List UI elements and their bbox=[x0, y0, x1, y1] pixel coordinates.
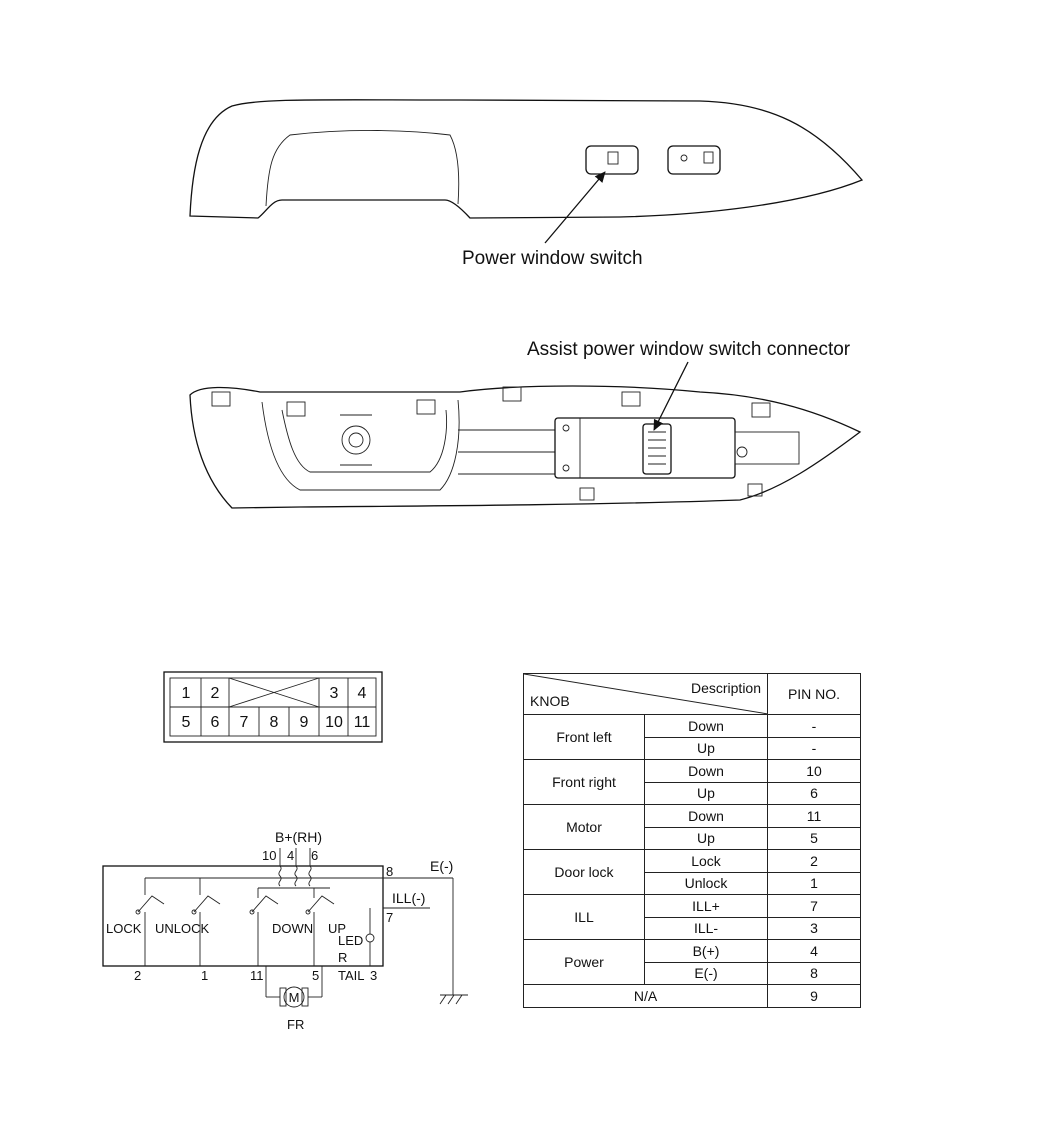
pin-number-cell: 9 bbox=[767, 984, 861, 1008]
circuit-schematic: B+(RH) 10 4 6 8 E(-) ILL(-) 7 LOC bbox=[102, 829, 468, 1032]
r-label: R bbox=[338, 950, 347, 965]
description-cell: Unlock bbox=[644, 871, 768, 895]
bottom-pin-label: 3 bbox=[370, 968, 377, 983]
bottom-pin-label: 1 bbox=[201, 968, 208, 983]
na-label-cell: N/A bbox=[523, 984, 768, 1008]
unlock-label: UNLOCK bbox=[155, 921, 210, 936]
knob-name-cell: ILL bbox=[523, 894, 645, 940]
bottom-pin-label: 11 bbox=[250, 968, 264, 983]
knob-name-cell: Motor bbox=[523, 804, 645, 850]
header-description: Description bbox=[690, 680, 761, 696]
power-window-switch-arrow bbox=[544, 171, 606, 244]
description-cell: Down bbox=[644, 759, 768, 783]
knob-name-cell: Front left bbox=[523, 714, 645, 760]
power-window-switch-label: Power window switch bbox=[462, 248, 643, 269]
description-cell: Up bbox=[644, 781, 768, 805]
knob-name-cell: Front right bbox=[523, 759, 645, 805]
description-cell: Lock bbox=[644, 849, 768, 873]
pin-number-cell: - bbox=[767, 714, 861, 738]
up-label: UP bbox=[328, 921, 346, 936]
pin-label: 4 bbox=[358, 685, 367, 702]
top-pin-label: 4 bbox=[287, 848, 294, 863]
pin-label: 11 bbox=[354, 714, 371, 731]
bottom-pin-label: 2 bbox=[134, 968, 141, 983]
pin7-label: 7 bbox=[386, 910, 393, 925]
pin-number-cell: 3 bbox=[767, 916, 861, 940]
pin-label: 1 bbox=[182, 685, 191, 702]
pin-number-cell: 4 bbox=[767, 939, 861, 963]
pin-label: 10 bbox=[325, 714, 343, 731]
pin-label: 9 bbox=[300, 714, 309, 731]
pin-number-cell: 6 bbox=[767, 781, 861, 805]
top-pin-label: 8 bbox=[386, 864, 393, 879]
knob-name-cell: Power bbox=[523, 939, 645, 985]
connector-face: 1 2 3 4 5 6 7 8 9 10 11 bbox=[163, 671, 383, 743]
bottom-pin-label: 5 bbox=[312, 968, 319, 983]
pin-number-cell: 7 bbox=[767, 894, 861, 918]
pin-number-cell: 5 bbox=[767, 826, 861, 850]
b-plus-label: B+(RH) bbox=[275, 829, 322, 845]
pin-label: 7 bbox=[240, 714, 249, 731]
pin-number-cell: 11 bbox=[767, 804, 861, 828]
pin-number-cell: 2 bbox=[767, 849, 861, 873]
header-knob: KNOB bbox=[530, 693, 570, 709]
pin-label: 3 bbox=[330, 685, 339, 702]
pin-label: 6 bbox=[211, 714, 220, 731]
door-trim-inner bbox=[189, 385, 862, 509]
e-minus-label: E(-) bbox=[430, 858, 453, 874]
header-diagonal-line bbox=[524, 674, 768, 714]
pin-number-cell: 10 bbox=[767, 759, 861, 783]
knob-name-cell: Door lock bbox=[523, 849, 645, 895]
door-trim-outer bbox=[189, 99, 864, 219]
top-pin-label: 10 bbox=[262, 848, 276, 863]
pin-number-cell: 1 bbox=[767, 871, 861, 895]
description-cell: Up bbox=[644, 826, 768, 850]
fr-label: FR bbox=[287, 1017, 304, 1032]
pin-number-cell: - bbox=[767, 736, 861, 760]
tail-label: TAIL bbox=[338, 968, 365, 983]
lock-label: LOCK bbox=[106, 921, 142, 936]
description-cell: Up bbox=[644, 736, 768, 760]
description-cell: E(-) bbox=[644, 961, 768, 985]
down-label: DOWN bbox=[272, 921, 313, 936]
header-diagonal-cell: Description KNOB bbox=[523, 673, 768, 715]
table-header-row: Description KNOB PIN NO. bbox=[523, 673, 861, 715]
top-pin-label: 6 bbox=[311, 848, 318, 863]
pin-number-cell: 8 bbox=[767, 961, 861, 985]
motor-label: M bbox=[289, 990, 300, 1005]
description-cell: Down bbox=[644, 714, 768, 738]
header-pin-no: PIN NO. bbox=[767, 673, 861, 715]
description-cell: ILL+ bbox=[644, 894, 768, 918]
description-cell: ILL- bbox=[644, 916, 768, 940]
description-cell: Down bbox=[644, 804, 768, 828]
pin-label: 8 bbox=[270, 714, 279, 731]
description-cell: B(+) bbox=[644, 939, 768, 963]
assist-connector-arrow bbox=[653, 361, 689, 431]
led-label: LED bbox=[338, 933, 363, 948]
ill-minus-label: ILL(-) bbox=[392, 890, 425, 906]
pin-label: 2 bbox=[211, 685, 220, 702]
pin-label: 5 bbox=[182, 714, 191, 731]
assist-connector-label: Assist power window switch connector bbox=[527, 339, 851, 360]
